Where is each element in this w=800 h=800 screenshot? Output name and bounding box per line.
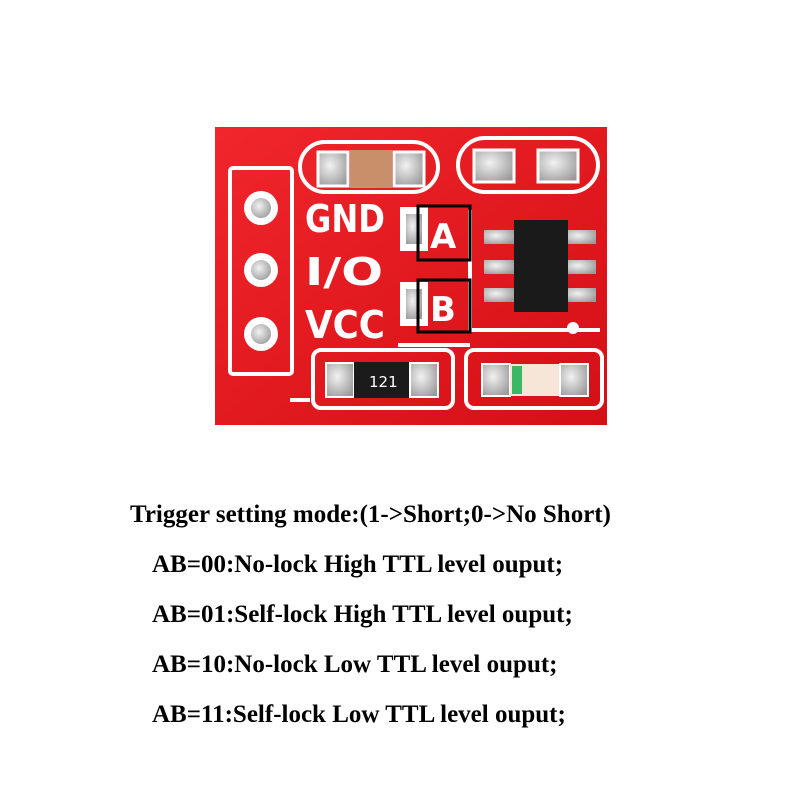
pin-header <box>244 191 278 351</box>
mode-line-ab00: AB=00:No-lock High TTL level ouput; <box>152 551 564 578</box>
trigger-mode-title: Trigger setting mode:(1->Short;0->No Sho… <box>130 501 611 528</box>
touch-ic-chip <box>484 220 596 312</box>
via <box>567 322 579 334</box>
pin-label-gnd: GND <box>305 197 385 241</box>
pin-label-io: I/O <box>305 250 383 294</box>
top-right-pads <box>472 148 580 184</box>
jumper-a: A <box>416 204 472 262</box>
mode-line-ab11: AB=11:Self-lock Low TTL level ouput; <box>152 701 566 728</box>
resistor-marking: 121 <box>369 373 398 391</box>
capacitor <box>316 150 426 188</box>
jumper-label-a: A <box>430 217 457 257</box>
mode-line-ab10: AB=10:No-lock Low TTL level ouput; <box>152 651 558 678</box>
jumper-label-b: B <box>430 290 456 330</box>
led <box>481 363 589 397</box>
jumper-b: B <box>416 278 472 334</box>
touch-sensor-module-photo: GND I/O VCC A B <box>215 127 607 425</box>
resistor: 121 <box>325 362 439 398</box>
pin-label-vcc: VCC <box>305 303 385 347</box>
mode-line-ab01: AB=01:Self-lock High TTL level ouput; <box>152 601 573 628</box>
